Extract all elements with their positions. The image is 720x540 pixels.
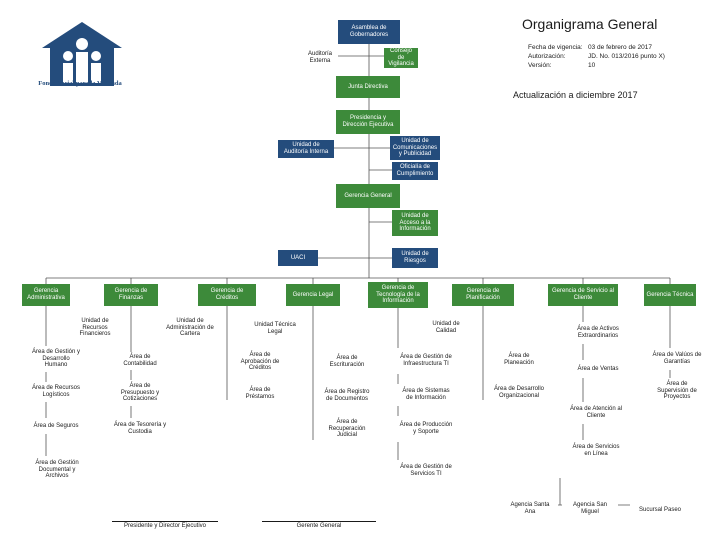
meta-key: Fecha de vigencia: bbox=[528, 44, 583, 51]
auditoria-interna-box: Unidad de Auditoría Interna bbox=[278, 140, 334, 158]
signature-label: Gerente General bbox=[296, 523, 342, 529]
meta-value: 03 de febrero de 2017 bbox=[588, 44, 652, 51]
gerencia-tecnica: Gerencia Técnica bbox=[644, 284, 696, 306]
area-box: Área de Supervisión de Proyectos bbox=[648, 378, 706, 404]
agencia-box: Agencia San Miguel bbox=[562, 500, 618, 518]
area-box: Área de Servicios en Línea bbox=[566, 440, 626, 462]
area-box: Área de Seguros bbox=[28, 418, 84, 434]
meta-value: 10 bbox=[588, 61, 596, 69]
asamblea-box: Asamblea de Gobernadores bbox=[338, 20, 400, 44]
unidad-calidad: Unidad de Calidad bbox=[424, 318, 468, 338]
area-box: Área de Préstamos bbox=[232, 384, 288, 404]
signature-line bbox=[262, 521, 376, 522]
area-box: Área de Planeación bbox=[490, 350, 548, 370]
gerencia-creditos: Gerencia de Créditos bbox=[198, 284, 256, 306]
cumplimiento-box: Oficialía de Cumplimiento bbox=[392, 162, 438, 180]
document-meta: Fecha de vigencia:03 de febrero de 2017 … bbox=[528, 44, 665, 70]
area-box: Área de Recursos Logísticos bbox=[28, 382, 84, 402]
area-box: Área de Desarrollo Organizacional bbox=[490, 380, 548, 406]
junta-box: Junta Directiva bbox=[336, 76, 400, 98]
logo-text: Fondo Social para la Vivienda bbox=[38, 80, 122, 87]
area-box: Área de Activos Extraordinarios bbox=[570, 322, 626, 344]
area-box: Área de Atención al Cliente bbox=[566, 402, 626, 424]
area-box: Área de Tesorería y Custodia bbox=[110, 418, 170, 440]
area-box: Área de Gestión de Infraestructura TI bbox=[396, 348, 456, 374]
gerencia-servicio: Gerencia de Servicio al Cliente bbox=[548, 284, 618, 306]
gerencia-general-box: Gerencia General bbox=[336, 184, 400, 208]
area-box: Área de Aprobación de Créditos bbox=[232, 348, 288, 376]
signature-line bbox=[112, 521, 218, 522]
agencia-box: Agencia Santa Ana bbox=[502, 500, 558, 518]
meta-value: JD. No. 013/2016 punto X) bbox=[588, 52, 665, 60]
area-box: Área de Producción y Soporte bbox=[396, 416, 456, 442]
unidad-tecnica-legal: Unidad Técnica Legal bbox=[250, 318, 300, 340]
comunicaciones-box: Unidad de Comunicaciones y Publicidad bbox=[390, 136, 440, 160]
fsv-logo bbox=[42, 22, 122, 86]
unidad-administracion-cartera: Unidad de Administración de Cartera bbox=[160, 316, 220, 340]
gerencia-planificacion: Gerencia de Planificación bbox=[452, 284, 514, 306]
area-box: Área de Gestión Documental y Archivos bbox=[28, 456, 86, 484]
gerencia-legal: Gerencia Legal bbox=[286, 284, 340, 306]
update-note: Actualización a diciembre 2017 bbox=[513, 90, 638, 100]
area-box: Área de Recuperación Judicial bbox=[318, 416, 376, 442]
uaci-box: UACI bbox=[278, 250, 318, 266]
consejo-box: Consejo de Vigilancia bbox=[384, 48, 418, 68]
area-box: Área de Valúos de Garantías bbox=[648, 348, 706, 370]
area-box: Área de Escrituración bbox=[318, 352, 376, 372]
meta-key: Autorización: bbox=[528, 52, 566, 60]
area-box: Área de Gestión y Desarrollo Humano bbox=[28, 346, 84, 372]
area-box: Área de Registro de Documentos bbox=[318, 384, 376, 408]
agencia-box: Sucursal Paseo bbox=[630, 504, 690, 516]
gerencia-administrativa: Gerencia Administrativa bbox=[22, 284, 70, 306]
gerencia-tecnologia: Gerencia de Tecnología de la Información bbox=[368, 282, 428, 308]
signature-label: Presidente y Director Ejecutivo bbox=[123, 523, 207, 529]
area-box: Área de Gestión de Servicios TI bbox=[396, 460, 456, 482]
gerencia-finanzas: Gerencia de Finanzas bbox=[104, 284, 158, 306]
area-box: Área de Contabilidad bbox=[110, 352, 170, 370]
area-box: Área de Ventas bbox=[570, 360, 626, 378]
riesgos-box: Unidad de Riesgos bbox=[392, 248, 438, 268]
acceso-info-box: Unidad de Acceso a la Información bbox=[392, 210, 438, 236]
unidad-recursos-financieros: Unidad de Recursos Financieros bbox=[72, 316, 118, 340]
area-box: Área de Presupuesto y Cotizaciones bbox=[110, 380, 170, 406]
page-title: Organigrama General bbox=[522, 16, 658, 32]
auditoria-externa-box: Auditoría Externa bbox=[302, 48, 338, 68]
presidencia-box: Presidencia y Dirección Ejecutiva bbox=[336, 110, 400, 134]
meta-key: Versión: bbox=[528, 61, 552, 69]
area-box: Área de Sistemas de Información bbox=[396, 384, 456, 406]
